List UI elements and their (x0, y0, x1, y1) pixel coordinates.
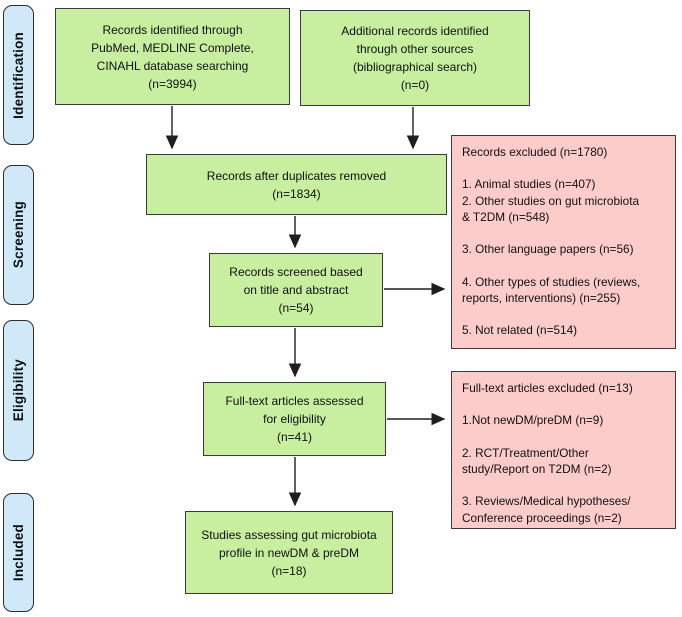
box-records-screened: Records screened based on title and abst… (209, 253, 383, 327)
box-fulltext-assessed: Full-text articles assessed for eligibil… (203, 382, 386, 456)
stage-label-identification: Identification (3, 5, 34, 145)
stage-label-eligibility: Eligibility (3, 320, 34, 461)
box-fulltext-excluded-text: Full-text articles excluded (n=13) 1.Not… (462, 381, 633, 525)
box-additional-records: Additional records identified through ot… (300, 10, 530, 106)
box-included-studies-text: Studies assessing gut microbiota profile… (201, 527, 377, 578)
box-records-screened-text: Records screened based on title and abst… (229, 265, 363, 315)
stage-label-included: Included (3, 493, 34, 612)
box-records-identified-text: Records identified through PubMed, MEDLI… (91, 22, 254, 91)
stage-label-screening: Screening (3, 165, 34, 305)
box-records-excluded-text: Records excluded (n=1780) 1. Animal stud… (462, 145, 641, 338)
box-fulltext-assessed-text: Full-text articles assessed for eligibil… (225, 394, 364, 444)
box-additional-records-text: Additional records identified through ot… (341, 24, 489, 92)
box-records-excluded: Records excluded (n=1780) 1. Animal stud… (451, 135, 676, 349)
box-duplicates-removed-text: Records after duplicates removed (n=1834… (206, 168, 387, 201)
box-records-identified: Records identified through PubMed, MEDLI… (55, 8, 290, 105)
box-fulltext-excluded: Full-text articles excluded (n=13) 1.Not… (451, 371, 676, 529)
box-included-studies: Studies assessing gut microbiota profile… (185, 511, 393, 594)
box-duplicates-removed: Records after duplicates removed (n=1834… (146, 154, 447, 215)
